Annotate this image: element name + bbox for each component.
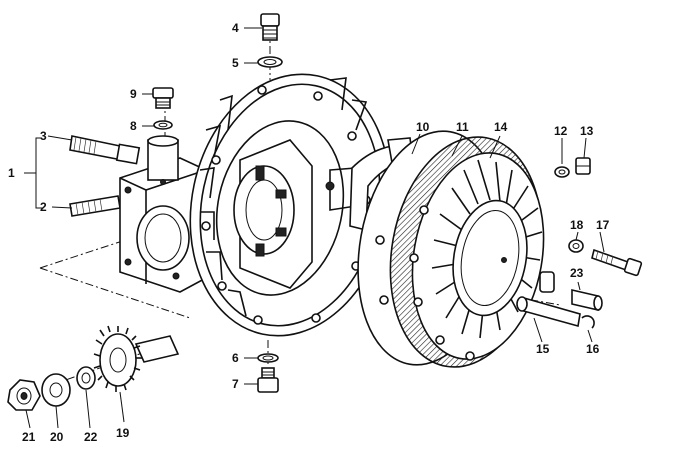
callout-11: 11 (456, 120, 469, 134)
callout-23: 23 (570, 266, 584, 280)
callout-4: 4 (232, 21, 239, 35)
callout-12: 12 (554, 124, 568, 138)
clip-part-16 (581, 315, 595, 329)
callout-15: 15 (536, 342, 550, 356)
transmission-cover-flange (189, 73, 391, 337)
washer-part-5 (257, 56, 283, 68)
leader-lines (25, 27, 605, 429)
washer-part-22 (76, 366, 96, 390)
callout-9: 9 (130, 87, 137, 101)
callout-14: 14 (494, 120, 508, 134)
callout-8: 8 (130, 119, 137, 133)
washer-part-8 (153, 120, 173, 130)
callout-16: 16 (586, 342, 600, 356)
callout-3: 3 (40, 129, 47, 143)
housing-block-part-1 (119, 135, 207, 293)
washer-part-6 (257, 353, 279, 363)
callout-17: 17 (596, 218, 610, 232)
bolt-part-17 (591, 248, 643, 277)
pin-part-15 (516, 296, 581, 328)
plug-part-7 (257, 367, 279, 393)
callout-1: 1 (8, 166, 15, 180)
callout-7: 7 (232, 377, 239, 391)
callout-6: 6 (232, 351, 239, 365)
bracket-1 (24, 137, 42, 209)
callout-2: 2 (40, 200, 47, 214)
brake-drum-part-11-14 (357, 130, 555, 368)
gear-part-19 (93, 325, 180, 392)
washer-part-18 (568, 239, 584, 253)
bolt-part-13 (575, 157, 591, 175)
washer-part-20 (41, 373, 71, 407)
callout-19: 19 (116, 426, 130, 440)
stud-bolt-part-3 (69, 135, 141, 165)
callout-22: 22 (84, 430, 98, 444)
callout-18: 18 (570, 218, 584, 232)
plug-part-4 (260, 13, 280, 41)
callout-20: 20 (50, 430, 64, 444)
callout-5: 5 (232, 56, 239, 70)
callout-10: 10 (416, 120, 430, 134)
callout-13: 13 (580, 124, 594, 138)
washer-part-12 (554, 166, 570, 178)
callout-21: 21 (22, 430, 36, 444)
sleeve-part-23 (571, 288, 603, 312)
plug-part-9 (152, 87, 174, 109)
stud-part-2 (69, 195, 121, 217)
nut-part-21 (7, 379, 41, 411)
